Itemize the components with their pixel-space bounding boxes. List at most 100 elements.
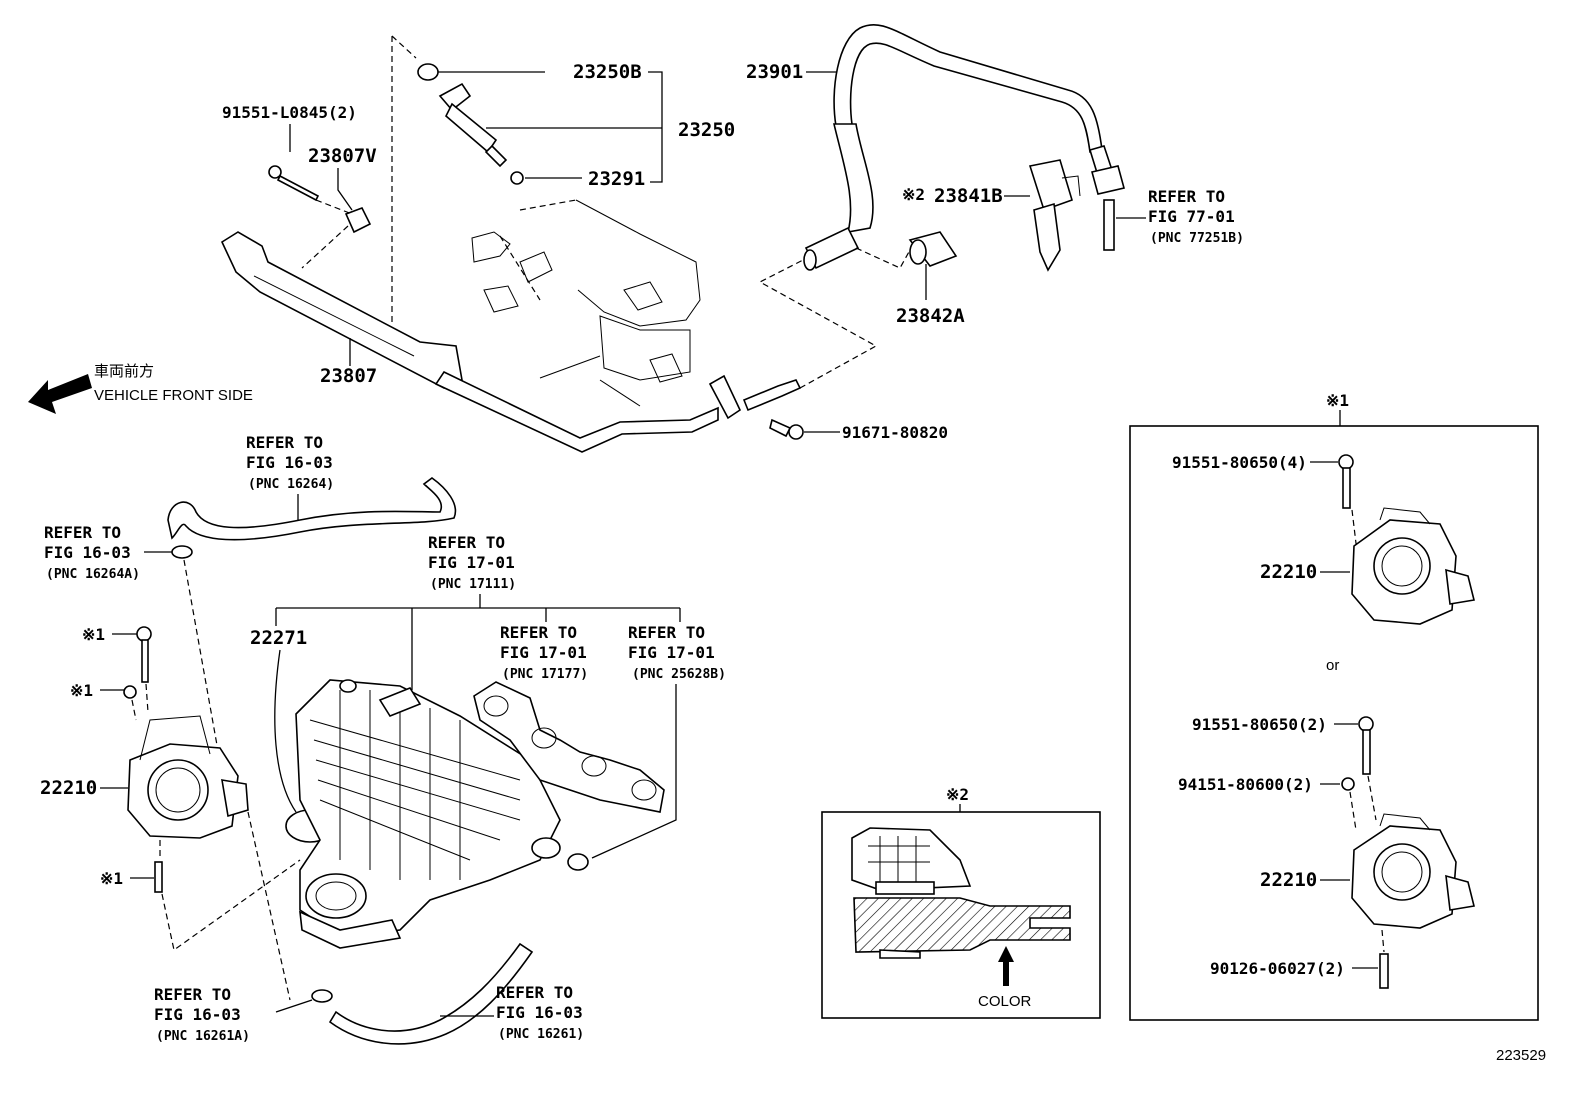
- mark-left-3: ※1: [100, 869, 123, 888]
- bolt-91551-l0845[interactable]: [268, 165, 320, 202]
- throttle-body-22210-option-2[interactable]: [1351, 813, 1475, 929]
- ref-16264a: REFER TO FIG 16-03 (PNC 16264A): [44, 523, 140, 582]
- label-or: or: [1326, 657, 1339, 674]
- ref-16264: REFER TO FIG 16-03 (PNC 16264): [246, 433, 334, 492]
- insulator-23291[interactable]: [510, 171, 524, 185]
- connector-color-body[interactable]: [853, 897, 1071, 953]
- bolt-91551-80650-2[interactable]: [1358, 716, 1374, 775]
- label-23807v: 23807V: [308, 145, 377, 167]
- label-color: COLOR: [978, 993, 1032, 1010]
- label-91551-l0845: 91551-L0845(2): [222, 103, 357, 122]
- fuel-hose-23901[interactable]: [803, 23, 1125, 271]
- ref-17177: REFER TO FIG 17-01 (PNC 17177): [500, 623, 588, 682]
- bolt-left-long[interactable]: [136, 626, 152, 683]
- direction-en: VEHICLE FRONT SIDE: [94, 387, 253, 404]
- nut-94151-80600[interactable]: [1341, 777, 1355, 791]
- label-23901: 23901: [746, 61, 803, 83]
- label-23842a: 23842A: [896, 305, 965, 327]
- nut-left[interactable]: [123, 685, 137, 699]
- ref-17111: REFER TO FIG 17-01 (PNC 17111): [428, 533, 516, 592]
- gasket-17177[interactable]: [473, 681, 665, 813]
- gasket-25628b[interactable]: [567, 853, 589, 871]
- ref-text: (PNC 77251B): [1150, 231, 1244, 246]
- hose-16261[interactable]: [328, 942, 534, 1045]
- cylinder-head-outline: [471, 199, 701, 407]
- stud-90126-06027[interactable]: [1379, 953, 1389, 989]
- ref-text: (PNC 16264A): [46, 567, 140, 582]
- arrow-up-icon: [998, 946, 1014, 986]
- label-91551-80650-2: 91551-80650(2): [1192, 715, 1327, 734]
- arrow-left-icon: [28, 374, 92, 414]
- fuel-hose-group: 23901 ※2 23841B 23842A REFER TO FI: [746, 23, 1244, 327]
- vehicle-front-indicator: 車両前方 VEHICLE FRONT SIDE: [28, 363, 253, 414]
- ref-text: FIG 16-03: [496, 1003, 583, 1022]
- bracket-bolt-group: 91671-80820: [708, 235, 948, 442]
- ref-text: FIG 16-03: [246, 453, 333, 472]
- delivery-pipe-group: 91551-L0845(2) 23807V 23807: [220, 35, 719, 453]
- label-23250: 23250: [678, 119, 735, 141]
- connector-23841b[interactable]: [1028, 159, 1081, 272]
- label-23841b: 23841B: [934, 185, 1003, 207]
- hose-16264[interactable]: [167, 477, 457, 541]
- ref-text: FIG 77-01: [1148, 207, 1235, 226]
- label-23807: 23807: [320, 365, 377, 387]
- upper-hose-group: REFER TO FIG 16-03 (PNC 16264) REFER TO …: [44, 433, 457, 763]
- mark-left-1: ※1: [82, 625, 105, 644]
- fuel-delivery-pipe-23807[interactable]: [220, 231, 719, 453]
- label-91671-80820: 91671-80820: [842, 423, 948, 442]
- clip-16264a[interactable]: [171, 545, 193, 559]
- fuel-injector-group: 23250B 23250 23291: [417, 61, 735, 190]
- inset-frame-2: [821, 811, 1101, 1019]
- fuel-injector-23250[interactable]: [438, 82, 508, 168]
- intake-manifold-17111[interactable]: [295, 679, 561, 949]
- bolt-91551-80650-4[interactable]: [1338, 454, 1354, 509]
- mark-inset-2: ※2: [946, 785, 969, 804]
- ref-text: REFER TO: [428, 533, 505, 552]
- ref-text: FIG 16-03: [44, 543, 131, 562]
- inset-connector-color: ※2 COLOR: [821, 785, 1101, 1019]
- mark-inset-1: ※1: [1326, 391, 1349, 410]
- ref-text: REFER TO: [628, 623, 705, 642]
- throttle-body-22210-left[interactable]: [127, 715, 249, 839]
- label-23291: 23291: [588, 168, 645, 190]
- ref-text: REFER TO: [154, 985, 231, 1004]
- ref-text: REFER TO: [1148, 187, 1225, 206]
- ref-text: (PNC 17177): [502, 667, 588, 682]
- ref-text: FIG 17-01: [500, 643, 587, 662]
- hose-clip-16261a[interactable]: [311, 989, 333, 1003]
- bolt-91671-80820[interactable]: [769, 418, 804, 440]
- label-22210-left: 22210: [40, 777, 97, 799]
- ref-text: FIG 16-03: [154, 1005, 241, 1024]
- ref-16261: REFER TO FIG 16-03 (PNC 16261): [496, 983, 584, 1042]
- ref-text: REFER TO: [246, 433, 323, 452]
- spacer-23807v[interactable]: [344, 206, 372, 234]
- ref-text: (PNC 16261A): [156, 1029, 250, 1044]
- ref-text: REFER TO: [496, 983, 573, 1002]
- ref-text: (PNC 17111): [430, 577, 516, 592]
- mark-23841b: ※2: [902, 185, 925, 204]
- figure-id: 223529: [1496, 1047, 1546, 1064]
- left-throttle-group: ※1 ※1 22210 ※1: [40, 625, 301, 1001]
- ref-text: FIG 17-01: [628, 643, 715, 662]
- label-22210-option-1: 22210: [1260, 561, 1317, 583]
- label-94151-80600: 94151-80600(2): [1178, 775, 1313, 794]
- ref-text: (PNC 25628B): [632, 667, 726, 682]
- stud-left[interactable]: [154, 861, 163, 893]
- ref-16261a: REFER TO FIG 16-03 (PNC 16261A): [154, 985, 250, 1044]
- hose-ref-77251b[interactable]: [1103, 199, 1115, 251]
- inset-throttle-options: ※1 91551-80650(4) 22210 or 91551-80650(2…: [1129, 391, 1539, 1021]
- ref-77251b: REFER TO FIG 77-01 (PNC 77251B): [1148, 187, 1244, 246]
- retainer-23842a[interactable]: [908, 231, 958, 267]
- label-22210-option-2: 22210: [1260, 869, 1317, 891]
- o-ring-23250b[interactable]: [417, 63, 439, 81]
- ref-25628b: REFER TO FIG 17-01 (PNC 25628B): [628, 623, 726, 682]
- throttle-body-22210-option-1[interactable]: [1351, 507, 1475, 625]
- label-91551-80650-4: 91551-80650(4): [1172, 453, 1307, 472]
- mark-left-2: ※1: [70, 681, 93, 700]
- ref-text: FIG 17-01: [428, 553, 515, 572]
- inset-frame-1: [1129, 425, 1539, 1021]
- direction-jp: 車両前方: [94, 363, 154, 380]
- label-22271: 22271: [250, 627, 307, 649]
- label-23250b: 23250B: [573, 61, 642, 83]
